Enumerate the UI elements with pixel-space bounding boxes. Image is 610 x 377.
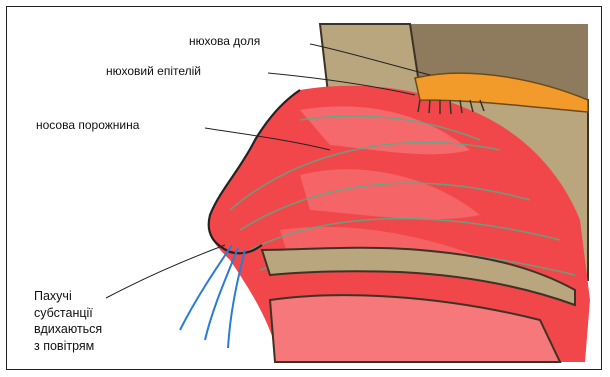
label-olfactory-epithelium: нюховий епітелій xyxy=(106,64,201,79)
leader-odorants xyxy=(106,245,225,298)
label-odorants-line-4: з повітрям xyxy=(34,338,102,355)
label-olfactory-lobe: нюхова доля xyxy=(189,34,260,49)
label-odorants: Пахучі субстанції вдихаються з повітрям xyxy=(34,288,102,355)
label-odorants-line-3: вдихаються xyxy=(34,321,102,338)
label-nasal-cavity: носова порожнина xyxy=(36,118,139,133)
label-odorants-line-1: Пахучі xyxy=(34,288,102,305)
label-odorants-line-2: субстанції xyxy=(34,305,102,322)
